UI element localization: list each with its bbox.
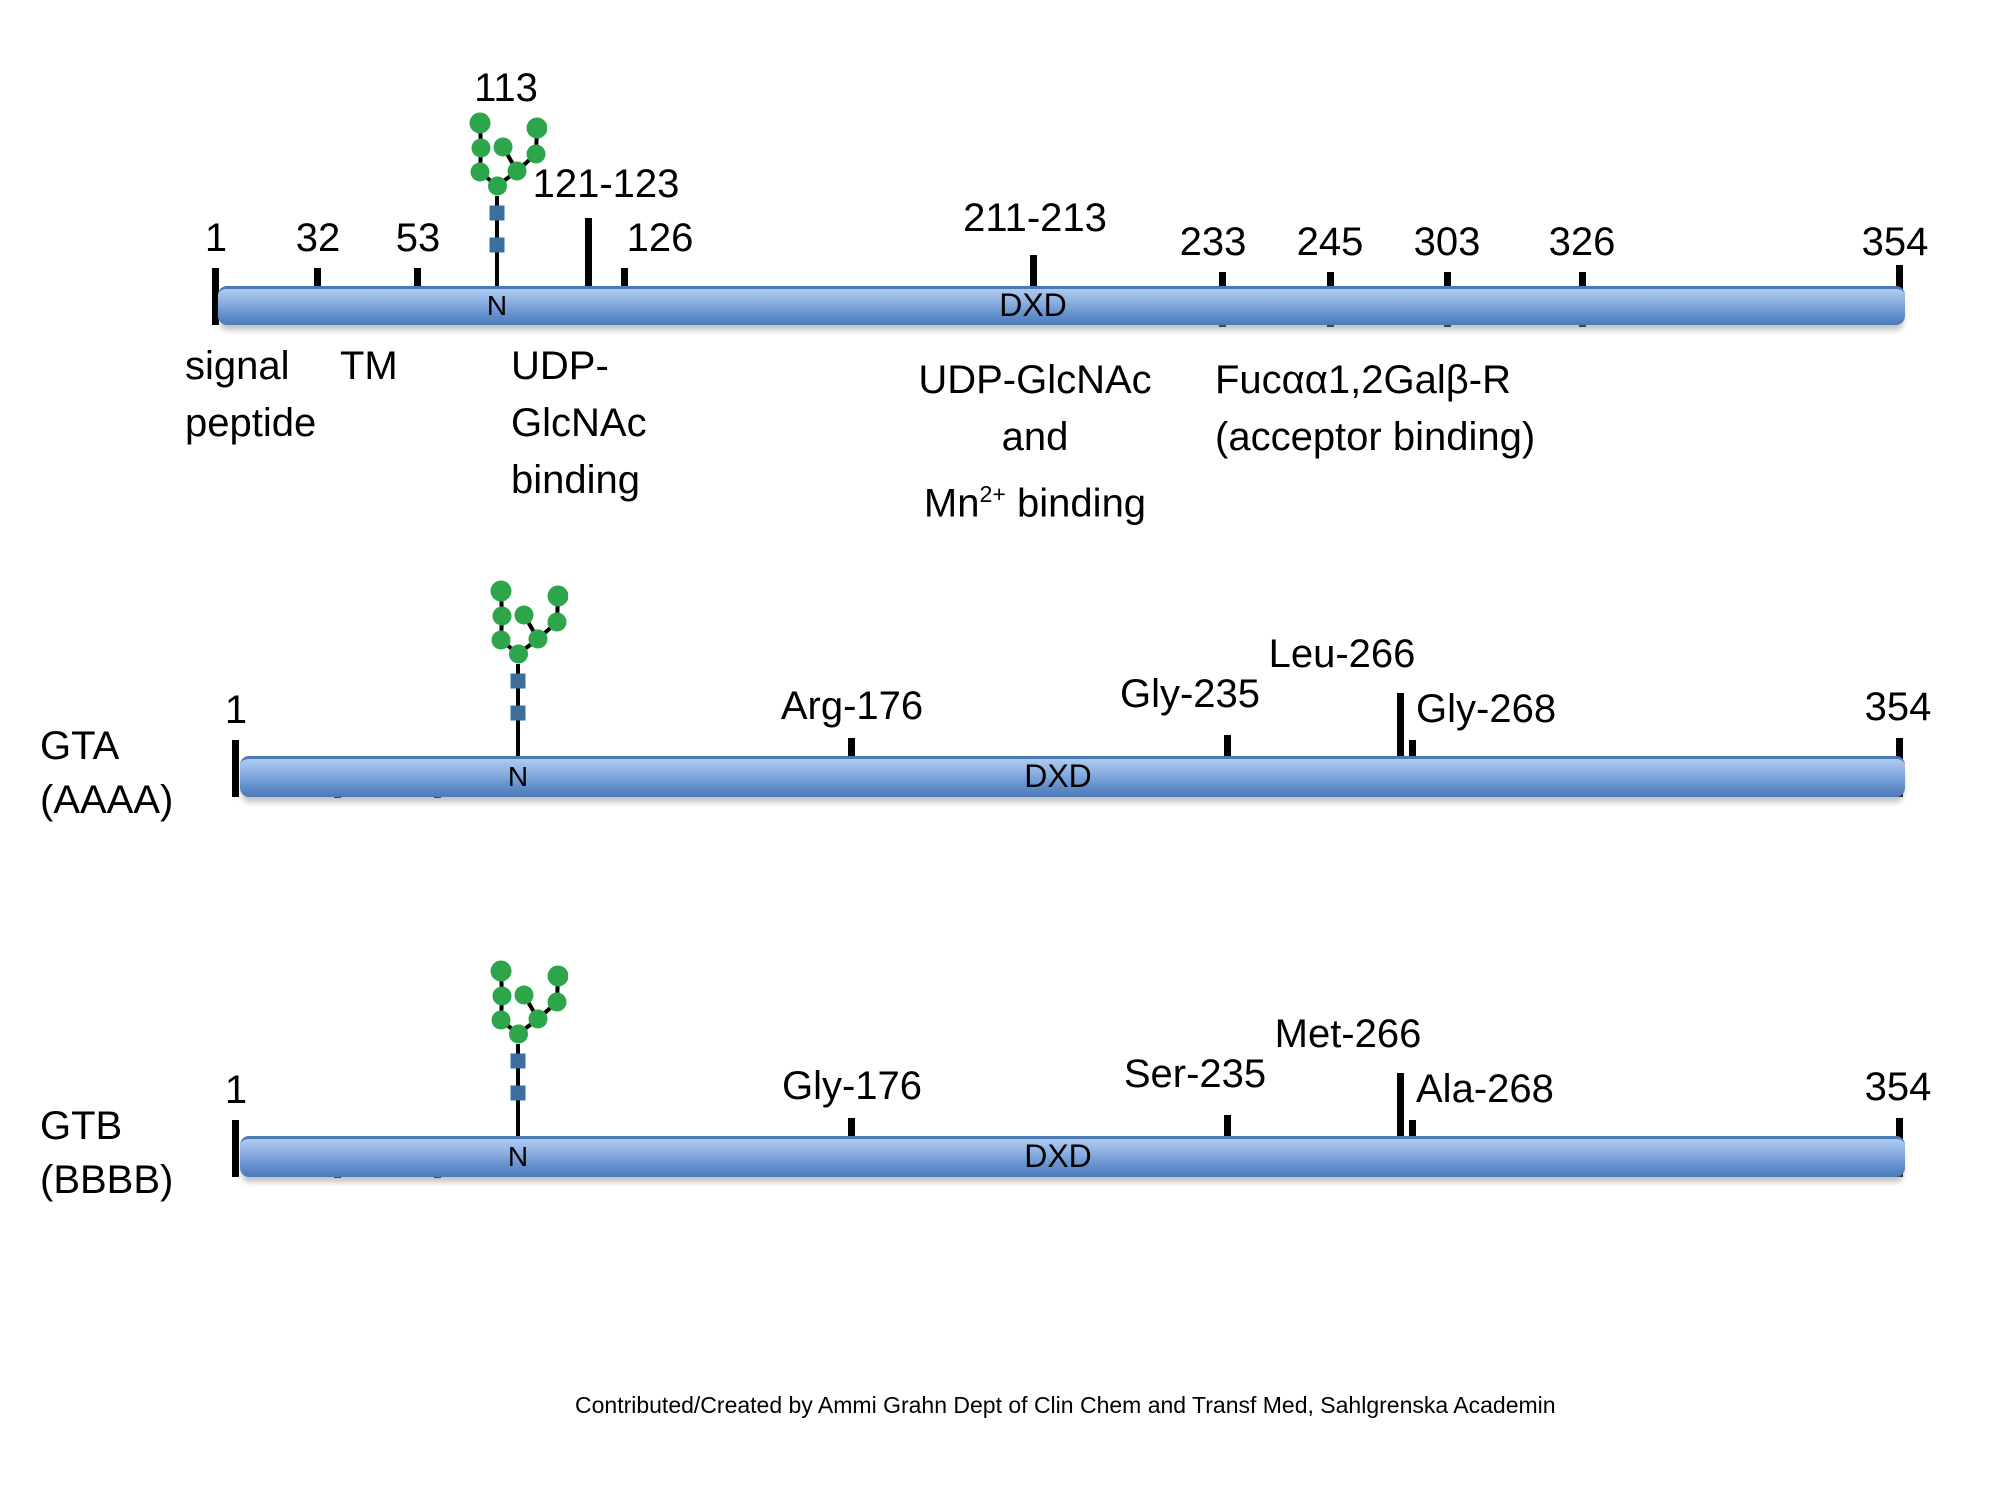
row-title-gtb: GTB xyxy=(40,1104,123,1148)
gtb-n-site-label: N xyxy=(507,1141,529,1172)
region-label-signal-peptide: signal peptide xyxy=(185,344,317,445)
n-glycan-icon xyxy=(469,112,547,288)
dxd-motif-label: DXD xyxy=(999,287,1067,323)
gta-residue-label-235: Gly-235 xyxy=(1119,672,1261,716)
attribution-caption: Contributed/Created by Ammi Grahn Dept o… xyxy=(575,1392,1556,1418)
region-label-udp-glcnac-binding: UDP-GlcNAc binding xyxy=(511,344,647,502)
position-label-233: 233 xyxy=(1179,220,1247,264)
tick-121-123 xyxy=(585,218,592,325)
n-glycan-icon xyxy=(490,580,568,756)
position-label-53: 53 xyxy=(395,216,441,260)
gtb-residue-label-235: Ser-235 xyxy=(1123,1052,1267,1096)
gtb-position-label-1: 1 xyxy=(224,1068,248,1112)
position-label-113: 113 xyxy=(474,66,538,110)
position-label-211-213: 211-213 xyxy=(963,196,1107,240)
gta-residue-label-176: Arg-176 xyxy=(780,684,924,728)
protein-bar-gtb xyxy=(240,1136,1905,1177)
gta-residue-label-268: Gly-268 xyxy=(1416,687,1557,731)
gta-position-label-1: 1 xyxy=(224,688,248,732)
row-title-gta: GTA xyxy=(40,724,120,768)
gta-position-label-354: 354 xyxy=(1864,685,1932,729)
position-label-121-123: 121-123 xyxy=(532,162,680,206)
position-label-1: 1 xyxy=(204,216,228,260)
gtb-residue-label-266: Met-266 xyxy=(1274,1012,1422,1056)
gtb-dxd-motif-label: DXD xyxy=(1024,1138,1092,1174)
udp-mn-line1: UDP-GlcNAc xyxy=(918,358,1152,402)
gtb-tick-266 xyxy=(1397,1073,1404,1175)
position-label-126: 126 xyxy=(626,216,694,260)
acceptor-line1: Fucαα1,2Galβ-R xyxy=(1215,358,1511,402)
position-label-303: 303 xyxy=(1413,220,1481,264)
udp-mn-line3: Mn2+ binding xyxy=(923,481,1147,526)
region-label-tm: TM xyxy=(340,344,398,388)
gta-dxd-motif-label: DXD xyxy=(1024,758,1092,794)
gta-residue-label-266: Leu-266 xyxy=(1268,632,1416,676)
n-glycan-icon xyxy=(490,960,568,1136)
region-label-acceptor-binding: Fucαα1,2Galβ-R (acceptor binding) xyxy=(1215,352,1535,466)
gtb-residue-label-176: Gly-176 xyxy=(781,1064,923,1108)
udp-mn-line2: and xyxy=(1001,415,1069,459)
row-allele-gta: (AAAA) xyxy=(40,778,174,822)
row-allele-gtb: (BBBB) xyxy=(40,1158,174,1202)
gta-tick-266 xyxy=(1397,693,1404,795)
gtb-tick-1 xyxy=(232,1120,239,1177)
gtb-position-label-354: 354 xyxy=(1864,1065,1932,1109)
tick-211-213 xyxy=(1030,255,1037,286)
protein-bar-full xyxy=(218,286,1905,325)
n-glycosylation-site-label: N xyxy=(486,290,508,321)
position-label-326: 326 xyxy=(1548,220,1616,264)
protein-bar-gta xyxy=(240,756,1905,797)
position-label-245: 245 xyxy=(1296,220,1364,264)
region-label-udp-glcnac-mn-binding: UDP-GlcNAc and Mn2+ binding xyxy=(885,352,1185,532)
tick-1 xyxy=(212,268,219,325)
position-label-354: 354 xyxy=(1861,220,1929,264)
gta-n-site-label: N xyxy=(507,761,529,792)
acceptor-line2: (acceptor binding) xyxy=(1215,415,1536,459)
gta-tick-1 xyxy=(232,740,239,797)
gtb-residue-label-268: Ala-268 xyxy=(1416,1067,1554,1111)
position-label-32: 32 xyxy=(295,216,341,260)
